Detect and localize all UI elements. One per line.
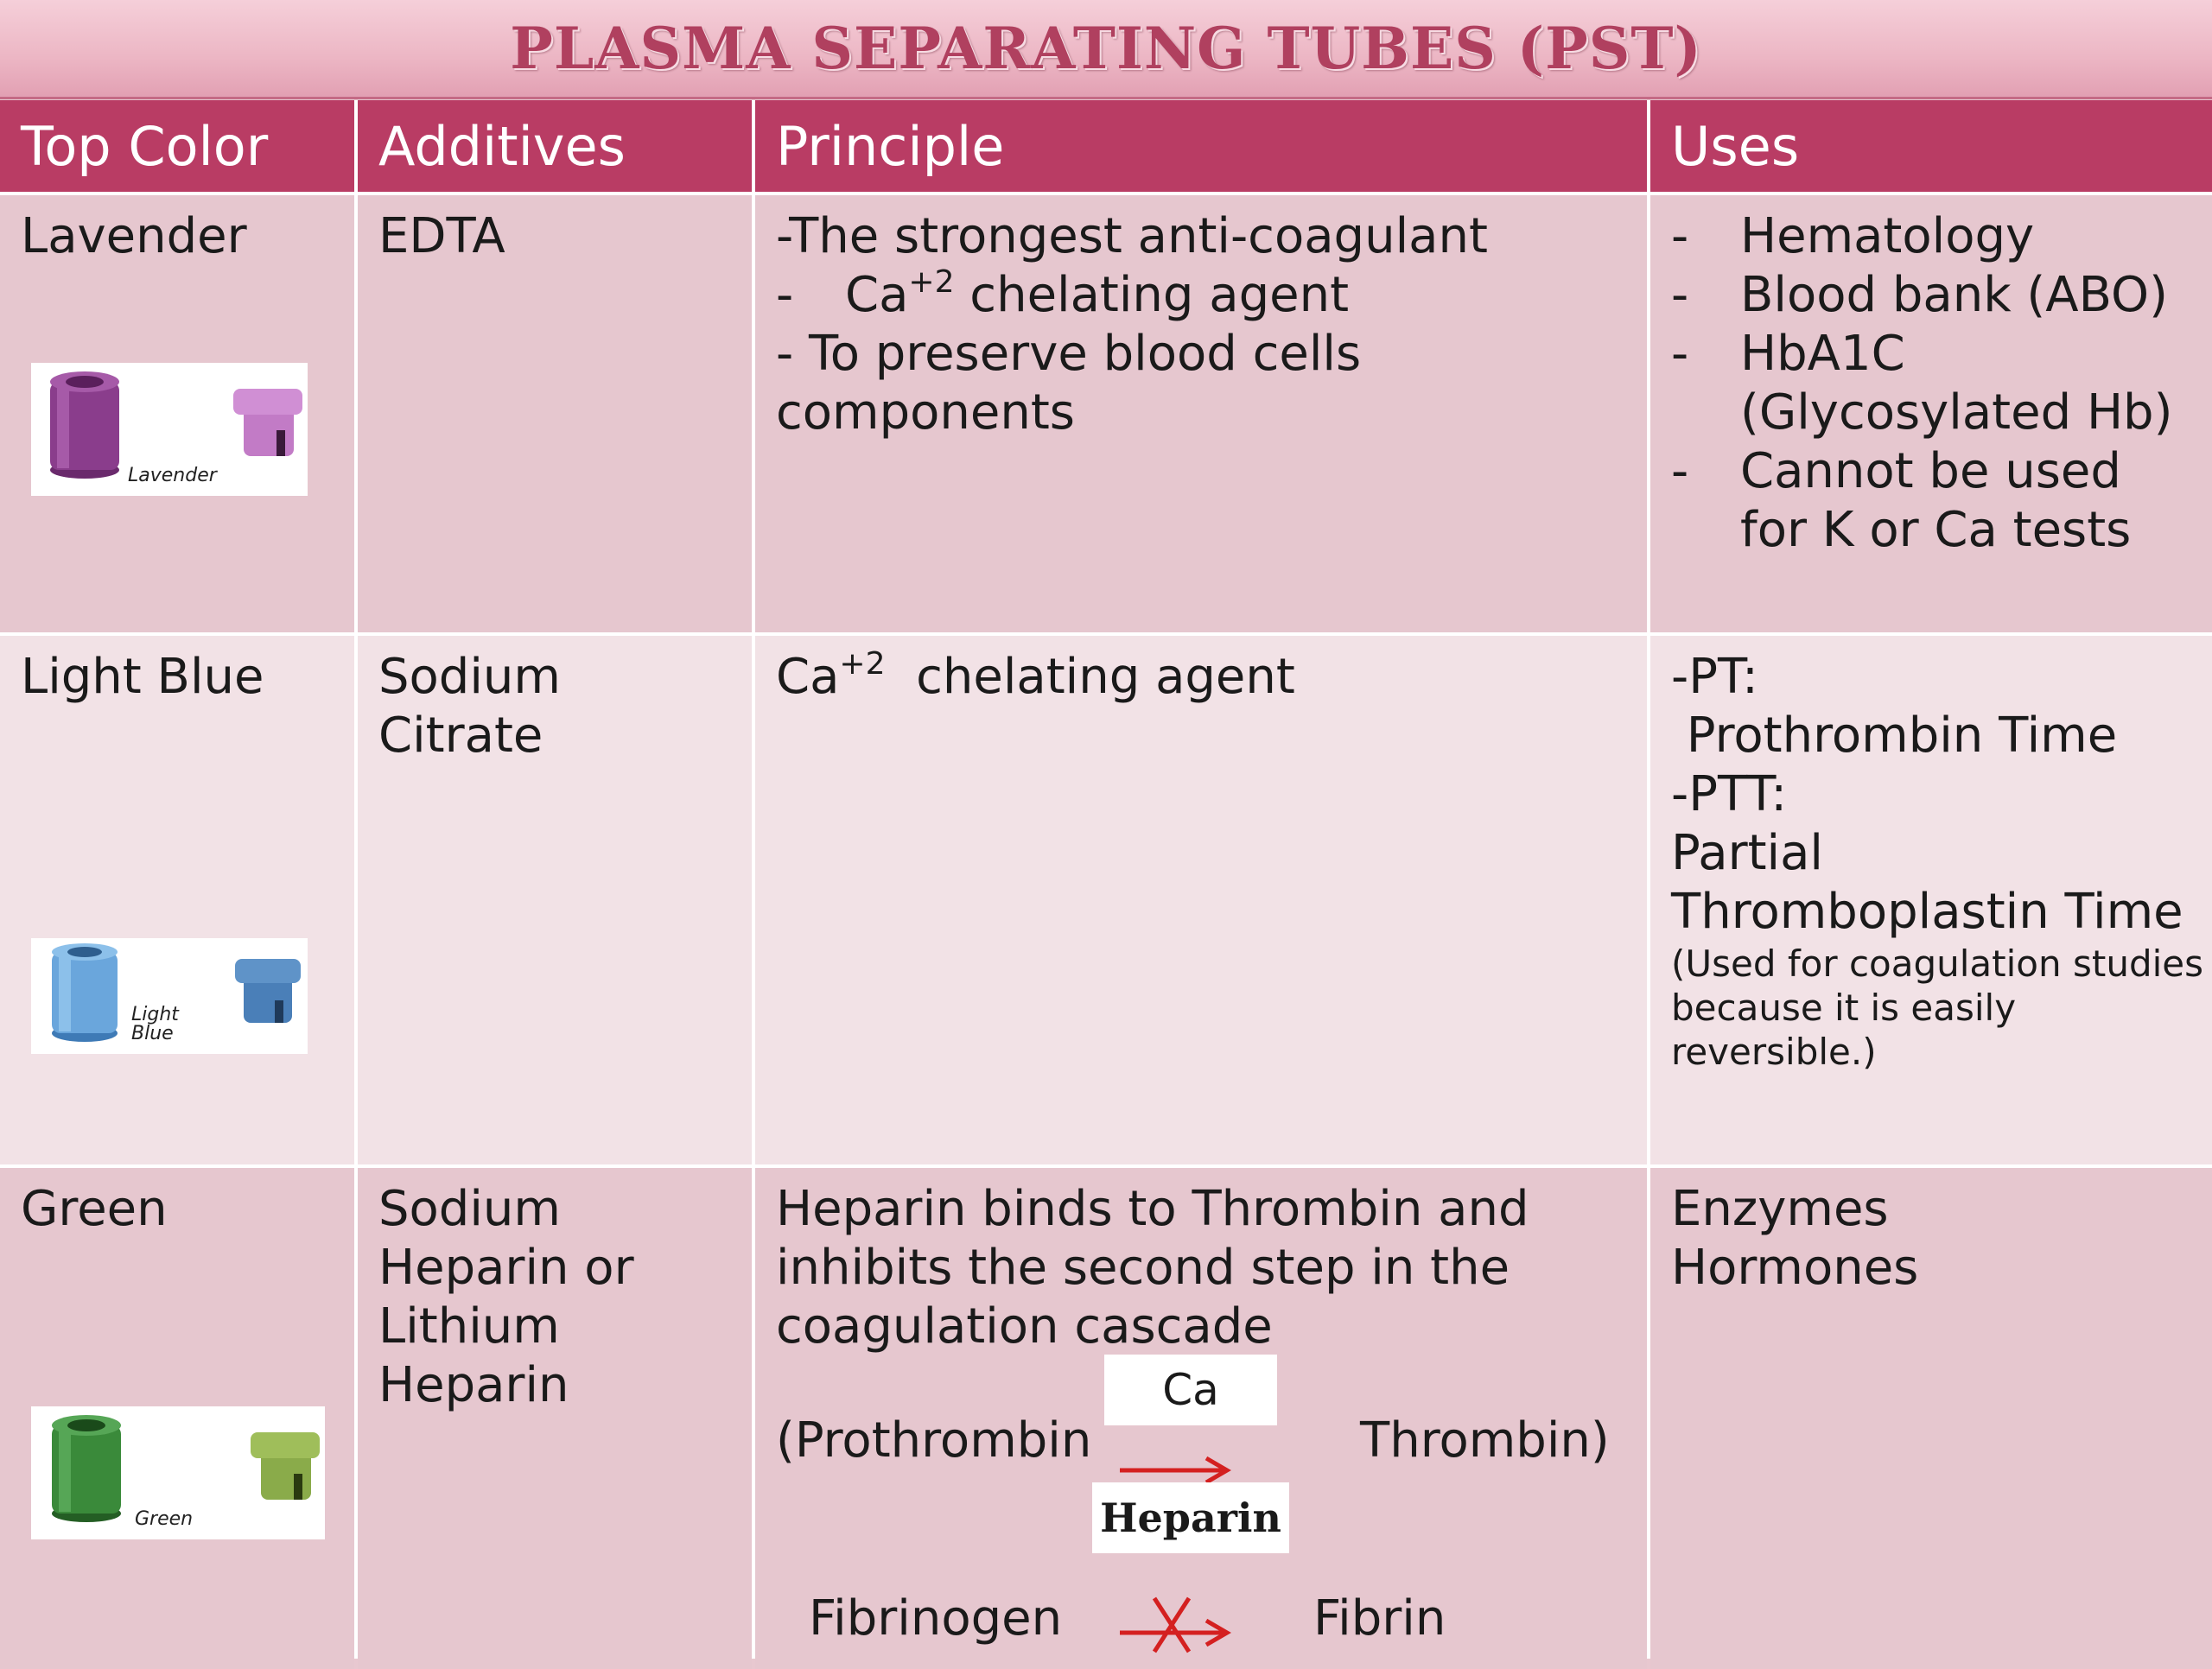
list-dash: - xyxy=(1671,208,1689,264)
header-top-color: Top Color xyxy=(0,100,354,192)
principle-line: inhibits the second step in the xyxy=(776,1240,1510,1296)
uses-line: -PTT: xyxy=(1671,766,1788,822)
tube-table: Top Color Additives Principle Uses Laven… xyxy=(0,100,2212,1669)
title-bar: PLASMA SEPARATING TUBES (PST) xyxy=(0,0,2212,99)
additive-text: EDTA xyxy=(378,208,505,264)
top-color-label: Green xyxy=(21,1181,168,1237)
tube-caption: Green xyxy=(135,1508,194,1530)
principle-post: chelating agent xyxy=(954,267,1350,323)
table-row-lavender-color: Lavender Lavender xyxy=(0,195,354,632)
lavender-cap-icon xyxy=(50,371,302,479)
additive-line: Heparin or xyxy=(378,1240,634,1296)
uses-note-line: because it is easily xyxy=(1671,987,2017,1029)
header-principle: Principle xyxy=(755,100,1647,192)
additive-text: Sodium Heparin or Lithium Heparin xyxy=(378,1180,733,1415)
list-text: Blood bank (ABO) xyxy=(1740,267,2168,323)
principle-line: -Ca+2 chelating agent xyxy=(776,266,1628,325)
uses-list: Enzymes Hormones xyxy=(1671,1180,2203,1298)
additive-text: Sodium Citrate xyxy=(378,648,733,765)
uses-line: -PT: xyxy=(1671,649,1758,705)
additive-line: Citrate xyxy=(378,708,543,764)
top-color-label: Lavender xyxy=(21,208,247,264)
list-text-line: for K or Ca tests xyxy=(1740,502,2132,558)
table-row-green-uses: Enzymes Hormones xyxy=(1650,1168,2212,1669)
table-row-lavender-principle: -The strongest anti-coagulant -Ca+2 chel… xyxy=(755,195,1647,632)
table-row-green-principle: Heparin binds to Thrombin and inhibits t… xyxy=(755,1168,1647,1669)
principle-text: Ca+2 chelating agent xyxy=(776,648,1628,707)
list-text-line: HbA1C xyxy=(1740,326,1905,382)
blocked-arrow-icon xyxy=(1120,1596,1231,1653)
additive-line: Sodium xyxy=(378,649,561,705)
principle-line: - To preserve blood cells xyxy=(776,326,1362,382)
list-item: -HbA1C(Glycosylated Hb) xyxy=(1671,325,2203,442)
principle-ca: Ca xyxy=(776,649,840,705)
principle-line: components xyxy=(776,384,1075,441)
list-text: HbA1C(Glycosylated Hb) xyxy=(1740,325,2172,442)
list-dash: - xyxy=(1671,326,1689,382)
list-item: -Hematology xyxy=(1671,207,2203,266)
calcium-box: Ca xyxy=(1104,1355,1277,1425)
principle-ca: Ca xyxy=(845,267,909,323)
principle-line: Heparin binds to Thrombin and xyxy=(776,1181,1529,1237)
table-row-lightblue-uses: -PT: Prothrombin Time -PTT: Partial Thro… xyxy=(1650,636,2212,1164)
page-title: PLASMA SEPARATING TUBES (PST) xyxy=(510,15,1702,82)
additive-line: Heparin xyxy=(378,1357,569,1413)
top-color-label: Light Blue xyxy=(21,649,264,705)
header-additives: Additives xyxy=(358,100,752,192)
list-item: -Blood bank (ABO) xyxy=(1671,266,2203,325)
table-row-lightblue-additives: Sodium Citrate xyxy=(358,636,752,1164)
table-row-lightblue-principle: Ca+2 chelating agent xyxy=(755,636,1647,1164)
prothrombin-label: (Prothrombin xyxy=(776,1412,1092,1469)
principle-line: coagulation cascade xyxy=(776,1298,1273,1355)
principle-line: -The strongest anti-coagulant xyxy=(776,208,1488,264)
green-tube-image: Green xyxy=(31,1406,325,1539)
fibrinogen-label: Fibrinogen xyxy=(809,1590,1063,1647)
uses-line: Thromboplastin Time xyxy=(1671,884,2183,940)
principle-post: chelating agent xyxy=(885,649,1295,705)
principle-text: -The strongest anti-coagulant -Ca+2 chel… xyxy=(776,207,1628,442)
list-dash: - xyxy=(1671,443,1689,499)
uses-note-line: reversible.) xyxy=(1671,1031,1877,1073)
uses-line: Partial xyxy=(1671,825,1823,881)
uses-line: Enzymes xyxy=(1671,1181,1889,1237)
header-uses: Uses xyxy=(1650,100,2212,192)
uses-list: -PT: Prothrombin Time -PTT: Partial Thro… xyxy=(1671,648,2203,942)
list-text: Hematology xyxy=(1740,208,2035,264)
principle-sup: +2 xyxy=(839,646,886,682)
fibrin-label: Fibrin xyxy=(1313,1590,1446,1647)
list-dash: - xyxy=(1671,267,1689,323)
list-text-line: Cannot be used xyxy=(1740,443,2121,499)
table-row-green-additives: Sodium Heparin or Lithium Heparin xyxy=(358,1168,752,1669)
uses-note: (Used for coagulation studies because it… xyxy=(1671,942,2203,1074)
list-text-line: (Glycosylated Hb) xyxy=(1740,384,2173,441)
lavender-tube-image: Lavender xyxy=(31,363,308,496)
additive-line: Lithium xyxy=(378,1298,560,1355)
uses-list: -Hematology -Blood bank (ABO) -HbA1C(Gly… xyxy=(1671,207,2203,560)
uses-note-line: (Used for coagulation studies xyxy=(1671,942,2203,985)
thrombin-label: Thrombin) xyxy=(1360,1412,1610,1469)
table-row-lavender-uses: -Hematology -Blood bank (ABO) -HbA1C(Gly… xyxy=(1650,195,2212,632)
additive-line: Sodium xyxy=(378,1181,561,1237)
lightblue-cap-icon xyxy=(52,943,301,1042)
tube-caption: Lavender xyxy=(128,465,217,486)
green-cap-icon xyxy=(52,1415,320,1522)
table-row-green-color: Green Green xyxy=(0,1168,354,1669)
table-row-lavender-additives: EDTA xyxy=(358,195,752,632)
principle-dash: - xyxy=(776,267,794,323)
tube-caption-line: Light xyxy=(131,1004,179,1025)
red-arrow-icon xyxy=(1120,1456,1231,1485)
uses-line: Prothrombin Time xyxy=(1671,708,2118,764)
principle-text: Heparin binds to Thrombin and inhibits t… xyxy=(776,1180,1529,1356)
principle-sup: +2 xyxy=(908,264,955,300)
tube-caption-line: Blue xyxy=(131,1023,174,1044)
heparin-box: Heparin xyxy=(1092,1482,1289,1553)
uses-line: Hormones xyxy=(1671,1240,1919,1296)
